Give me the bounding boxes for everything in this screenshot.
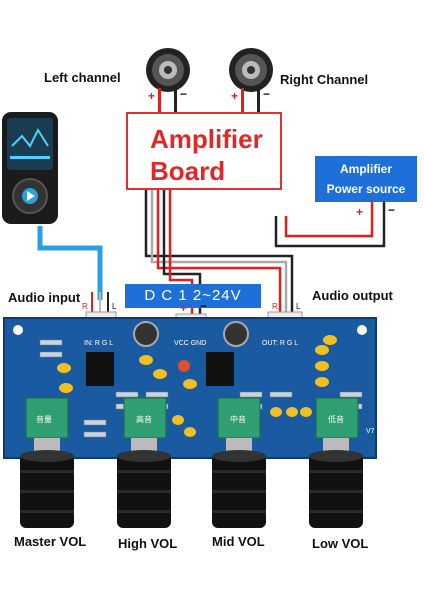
power-source-line2: Power source	[326, 182, 406, 196]
power-source-line1: Amplifier	[339, 162, 392, 176]
right-speaker-icon	[229, 48, 273, 112]
input-l-letter: L	[112, 302, 117, 311]
amplifier-board-title-line2: Board	[150, 156, 226, 186]
master-vol-label: Master VOL	[14, 534, 87, 549]
high-vol-label: High VOL	[118, 536, 178, 551]
mp3-player-icon	[2, 112, 58, 224]
mid-vol-label: Mid VOL	[212, 534, 265, 549]
audio-output-label: Audio output	[312, 288, 393, 303]
right-speaker-minus: −	[263, 87, 271, 101]
knob-cn-label-1: 音量	[36, 415, 52, 424]
audio-input-cable	[37, 226, 109, 314]
dc-supply-label: D C 1 2~24V	[125, 284, 261, 308]
output-l-letter: L	[296, 302, 301, 311]
power-wires	[274, 202, 386, 248]
power-pins-label: VCC GND	[174, 340, 207, 347]
dc-minus: −	[200, 299, 208, 313]
left-speaker-icon	[146, 48, 190, 112]
knob-cn-label-2: 高音	[136, 415, 152, 424]
right-channel-label: Right Channel	[280, 72, 369, 87]
input-r-letter: R	[82, 302, 88, 311]
output-r-letter: R	[272, 302, 278, 311]
power-source-plus: +	[356, 205, 364, 219]
input-pins-label: IN: R G L	[84, 340, 114, 347]
audio-input-label: Audio input	[8, 290, 81, 305]
left-speaker-plus: +	[148, 89, 156, 103]
potentiometers	[25, 397, 359, 439]
power-source-minus: −	[388, 203, 396, 217]
left-channel-label: Left channel	[44, 70, 121, 85]
knob-cn-label-3: 中音	[230, 415, 246, 424]
amplifier-board-title-line1: Amplifier	[150, 124, 263, 154]
right-speaker-plus: +	[231, 89, 239, 103]
output-pins-label: OUT: R G L	[262, 340, 299, 347]
dc-plus: +	[180, 301, 188, 315]
low-vol-label: Low VOL	[312, 536, 369, 551]
knob-icons	[20, 438, 363, 528]
amplifier-board-box: Amplifier Board	[126, 112, 282, 190]
left-speaker-minus: −	[180, 87, 188, 101]
power-source-box: Amplifier Power source	[315, 156, 417, 202]
pcb-mark: V7	[366, 428, 375, 435]
knob-cn-label-4: 低音	[328, 415, 344, 424]
